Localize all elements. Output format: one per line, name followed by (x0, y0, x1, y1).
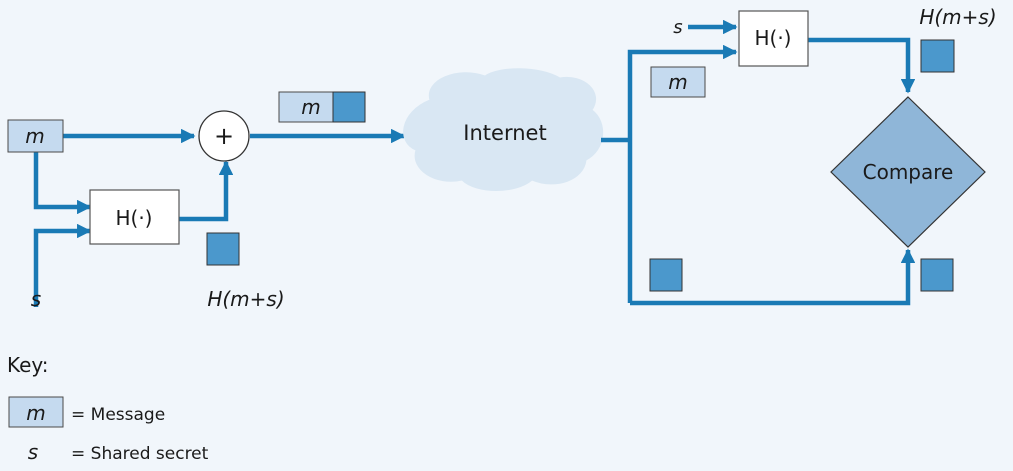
s-to-hash-arrow (33, 223, 92, 307)
sender-hash-label: H(·) (115, 206, 152, 230)
key-secret-symbol: s (28, 440, 38, 464)
key-message-symbol: m (26, 401, 45, 425)
m-to-hash-arrow (33, 152, 92, 215)
packet-hash-square (332, 91, 366, 123)
combiner-symbol: + (214, 122, 234, 150)
key-secret-desc: = Shared secret (71, 444, 209, 464)
receiver-hash-label: H(·) (754, 26, 791, 50)
combiner-circle: + (198, 110, 250, 162)
receiver-hash-to-compare-arrow (808, 37, 916, 94)
key-message-box (8, 396, 64, 428)
compare-label: Compare (863, 160, 954, 184)
receiver-hash-box: H(·) (738, 10, 809, 67)
receiver-secret-label: s (673, 17, 682, 38)
hash-to-combiner-arrow (179, 160, 234, 222)
compare-input-hash-square (920, 258, 954, 292)
key-legend: Key: m = Message s = Shared secret (7, 353, 209, 464)
receiver-hash-output-label: H(m+s) (919, 5, 996, 29)
received-hash-to-compare-arrow (630, 248, 916, 306)
sender-message-label: m (25, 124, 44, 148)
internet-cloud: Internet (403, 68, 604, 191)
key-message-desc: = Message (71, 405, 165, 425)
packet-message-label: m (301, 95, 320, 119)
key-title: Key: (7, 353, 49, 377)
packet: m (278, 91, 366, 123)
sender-hash-box: H(·) (89, 189, 180, 245)
sender-secret-label: s (31, 287, 41, 311)
m-to-receiver-hash-arrow (627, 44, 738, 303)
sender-message-box: m (7, 119, 64, 153)
compare-diamond: Compare (830, 96, 986, 248)
sender-hash-output-label: H(m+s) (207, 287, 284, 311)
receiver-received-hash-square (649, 258, 683, 292)
internet-label: Internet (463, 121, 546, 145)
receiver-computed-hash-square (920, 39, 955, 73)
sender-hash-square (206, 232, 240, 266)
sender-connectors (33, 128, 406, 307)
receiver-connectors (601, 19, 916, 306)
receiver-message-label: m (668, 70, 687, 94)
receiver-message-box: m (650, 66, 706, 98)
